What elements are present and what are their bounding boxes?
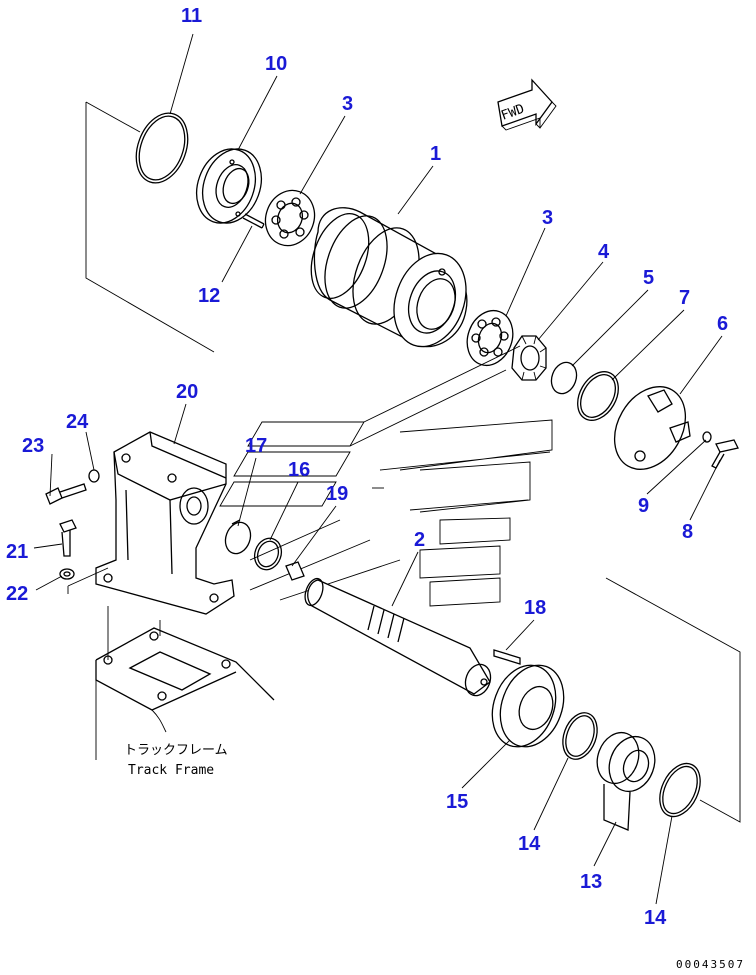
part-16-o-ring bbox=[253, 537, 283, 571]
callout-24: 24 bbox=[66, 411, 89, 433]
part-10-seal-collar bbox=[196, 148, 262, 224]
part-1-roller-body bbox=[310, 207, 468, 348]
callout-1: 1 bbox=[430, 143, 441, 165]
part-22-washer bbox=[59, 568, 75, 580]
track-frame-plate bbox=[67, 567, 275, 760]
callout-8: 8 bbox=[682, 521, 693, 543]
part-3-bearing-lower bbox=[466, 309, 514, 367]
track-frame-note: トラックフレーム Track Frame bbox=[124, 743, 228, 778]
guide-panels bbox=[219, 345, 553, 607]
part-19-plug bbox=[285, 561, 305, 581]
callout-14-upper: 14 bbox=[518, 833, 541, 855]
callout-6: 6 bbox=[717, 313, 728, 335]
callout-12: 12 bbox=[198, 285, 220, 307]
callout-10: 10 bbox=[265, 53, 287, 75]
callout-7: 7 bbox=[679, 287, 690, 309]
callout-15: 15 bbox=[446, 791, 468, 813]
part-3-bearing-upper bbox=[264, 189, 316, 247]
part-7-o-ring bbox=[577, 371, 619, 421]
lower-axis-frame bbox=[605, 577, 741, 823]
callout-3-upper: 3 bbox=[342, 93, 353, 115]
part-5-washer bbox=[550, 361, 578, 395]
callout-2: 2 bbox=[414, 529, 425, 551]
part-12-pin bbox=[242, 213, 265, 229]
part-14-o-ring-a bbox=[562, 712, 598, 760]
part-24-washer bbox=[88, 469, 100, 483]
leader-lines bbox=[33, 33, 723, 905]
part-15-retainer bbox=[491, 664, 565, 748]
callout-9: 9 bbox=[638, 495, 649, 517]
callout-19: 19 bbox=[326, 483, 348, 505]
callout-3-lower: 3 bbox=[542, 207, 553, 229]
part-9-lock-washer bbox=[702, 431, 712, 443]
fwd-label: FWD bbox=[499, 102, 526, 124]
part-8-bolt bbox=[711, 439, 739, 469]
callout-4: 4 bbox=[598, 241, 610, 263]
part-14-o-ring-b bbox=[659, 762, 701, 818]
part-6-cover bbox=[613, 386, 691, 470]
callout-5: 5 bbox=[643, 267, 654, 289]
callout-23: 23 bbox=[22, 435, 44, 457]
document-number: 00043507 bbox=[676, 958, 745, 971]
track-frame-label-en: Track Frame bbox=[128, 763, 214, 778]
upper-axis-frame bbox=[85, 101, 215, 353]
callout-14-lower: 14 bbox=[644, 907, 667, 929]
callout-17: 17 bbox=[245, 435, 267, 457]
callout-18: 18 bbox=[524, 597, 546, 619]
fwd-direction-arrow: FWD bbox=[497, 78, 557, 131]
part-20-bracket bbox=[95, 431, 235, 615]
callout-numbers: 11 10 3 1 3 4 5 7 6 12 20 24 23 17 16 19… bbox=[6, 5, 728, 929]
track-frame-label-jp: トラックフレーム bbox=[124, 743, 228, 758]
callout-22: 22 bbox=[6, 583, 28, 605]
part-18-pin bbox=[493, 649, 521, 665]
callout-20: 20 bbox=[176, 381, 198, 403]
part-13-seal-assembly bbox=[596, 731, 656, 831]
callout-16: 16 bbox=[288, 459, 310, 481]
part-21-bolt bbox=[59, 519, 77, 557]
part-4-nut bbox=[511, 335, 547, 381]
part-23-bolt bbox=[45, 483, 87, 505]
part-2-shaft bbox=[304, 577, 492, 697]
callout-13: 13 bbox=[580, 871, 602, 893]
part-11-o-ring bbox=[135, 112, 189, 184]
part-17-snap-ring bbox=[224, 519, 252, 555]
callout-21: 21 bbox=[6, 541, 28, 563]
callout-11: 11 bbox=[181, 5, 202, 27]
